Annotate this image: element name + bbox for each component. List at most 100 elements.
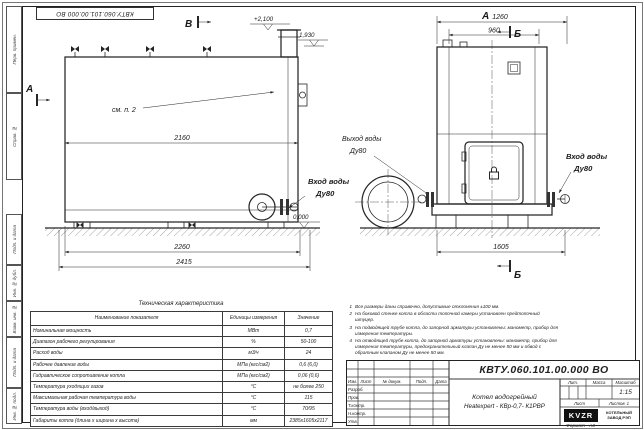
title-block-grid	[347, 361, 639, 425]
title-block: Изм. Лист № докум. Подп. Дата Разраб. Пр…	[346, 360, 640, 426]
side-inspection-fitting	[297, 83, 308, 107]
listov-value: 1	[626, 400, 630, 406]
tech-value: 0,7	[284, 324, 333, 338]
format-label: Формат	[566, 424, 586, 429]
water-outlet-callout: Выход воды Ду80	[342, 135, 430, 196]
tech-units: %	[222, 336, 285, 349]
lock-icon	[489, 166, 499, 180]
tech-units: мм	[222, 414, 285, 427]
margin-box-inv-podl: Инв. № подл.	[6, 388, 22, 424]
front-right-valve	[547, 192, 570, 207]
margin-label: Инв. № подл.	[11, 391, 17, 421]
tech-table: Наименование показателя Единицы измерени…	[30, 311, 333, 427]
margin-label: Справ. №	[11, 126, 17, 147]
water-inlet-dn: Ду80	[315, 189, 335, 198]
tech-units: м3/ч	[222, 347, 285, 360]
tech-name: Максимальная рабочая температура воды	[30, 392, 223, 405]
tb-col-izm: Изм.	[347, 378, 358, 384]
tech-value: 115	[284, 392, 333, 405]
margin-label: Подп. и дата	[11, 225, 17, 254]
tech-units: МВт	[222, 324, 285, 338]
ground-hatch-left	[45, 227, 320, 236]
section-letter-b: Б	[514, 270, 521, 281]
dimension-2415: 2415	[58, 230, 311, 271]
tb-lit-label: Лит.	[567, 380, 579, 385]
tech-units: МПа (кгс/см2)	[222, 369, 285, 382]
tb-row-razrab: Разраб.	[348, 386, 364, 392]
tech-value: 70/95	[284, 403, 333, 416]
boiler-front-view	[431, 39, 553, 238]
tech-name: Температура воды (вход/выход)	[30, 403, 223, 416]
dimension-1605: 1605	[436, 230, 566, 256]
tb-masshtab-label: Масштаб	[615, 380, 636, 385]
margin-box-podp-data-1: Подп. и дата	[6, 214, 22, 265]
tech-name: Расход воды	[30, 347, 223, 360]
tb-row-nkontr: Н.контр.	[348, 410, 367, 416]
tech-units: МПа (кгс/см2)	[222, 358, 285, 371]
company-line-1: КОТЕЛЬНЫЙ	[605, 409, 633, 415]
top-valve-fittings	[71, 46, 211, 57]
note-text: На отводящей трубе котла, до запорной ар…	[355, 337, 557, 355]
section-marker-a: А	[25, 84, 50, 106]
tech-units: °С	[222, 392, 285, 405]
ground-hatch-right	[360, 227, 600, 236]
chimney-stub	[277, 29, 301, 58]
section-letter-v: В	[185, 19, 192, 30]
dim-value: 1260	[492, 14, 508, 21]
note-text: Все размеры даны справочно, допустимые о…	[355, 304, 500, 309]
dimension-1260: 1260	[436, 14, 568, 44]
dimension-2260: 2260	[64, 226, 301, 256]
margin-box-perv-primen: Перв. примен.	[6, 6, 22, 93]
listov-label: Листов	[608, 400, 625, 406]
tb-row-utv: Утв.	[348, 418, 358, 424]
company-name: КОТЕЛЬНЫЙ ЗАВОД РЭП	[599, 408, 639, 423]
section-marker-v: В	[185, 16, 211, 30]
tech-units: °С	[222, 380, 285, 394]
format-note: Формат А3	[566, 424, 595, 429]
view-letter-a: А	[481, 11, 489, 22]
tech-name: Температура уходящих газов	[30, 380, 223, 394]
water-inlet-label: Вход воды	[308, 177, 350, 186]
dim-value: 2260	[173, 244, 190, 251]
tb-row-tkontr: Т.контр.	[348, 402, 366, 408]
margin-box-inv-dubl: Инв. № дубл.	[6, 265, 22, 301]
water-outlet-dn: Ду80	[349, 148, 366, 155]
tech-table-title: Техническая характеристика	[138, 301, 224, 307]
flue-outlet-circle	[355, 169, 421, 235]
margin-box-sprav-no: Справ. №	[6, 93, 22, 180]
tb-col-list: Лист	[360, 378, 372, 384]
tech-table-header: Наименование показателя Единицы измерени…	[30, 311, 333, 326]
tb-list-label: Лист	[573, 400, 586, 406]
margin-label: Перв. примен.	[11, 34, 17, 65]
water-inlet-dn: Ду80	[573, 164, 593, 173]
dim-value: 1605	[493, 244, 509, 251]
elevation-plus-2100: +2,100	[250, 16, 290, 31]
see-item-callout: см. п. 2	[112, 91, 275, 114]
note-text: На боковой стенке котла в области топочн…	[355, 311, 540, 323]
section-letter-a: А	[25, 84, 33, 95]
water-outlet-label: Выход воды	[342, 135, 382, 143]
product-line-2: Heatexpert - КВр-0,7- К1РВР	[464, 403, 545, 410]
section-marker-b-top: Б	[497, 26, 521, 40]
product-line-1: Котел водогрейный	[472, 394, 537, 401]
water-inlet-right-callout: Вход воды Ду80	[558, 152, 608, 194]
tb-col-data: Дата	[435, 378, 447, 384]
bottom-drain-fittings	[76, 222, 196, 228]
tech-value: 0,6 (6,0)	[284, 358, 333, 371]
water-inlet-label: Вход воды	[566, 152, 608, 161]
tech-value: 0,06 (0,6)	[284, 369, 333, 382]
tb-row-prov: Пров.	[348, 394, 360, 400]
margin-box-vzam-inv: Взам. инв. №	[6, 301, 22, 337]
tech-col-units: Единицы измерения	[222, 311, 285, 326]
note-number: 3	[349, 324, 352, 330]
